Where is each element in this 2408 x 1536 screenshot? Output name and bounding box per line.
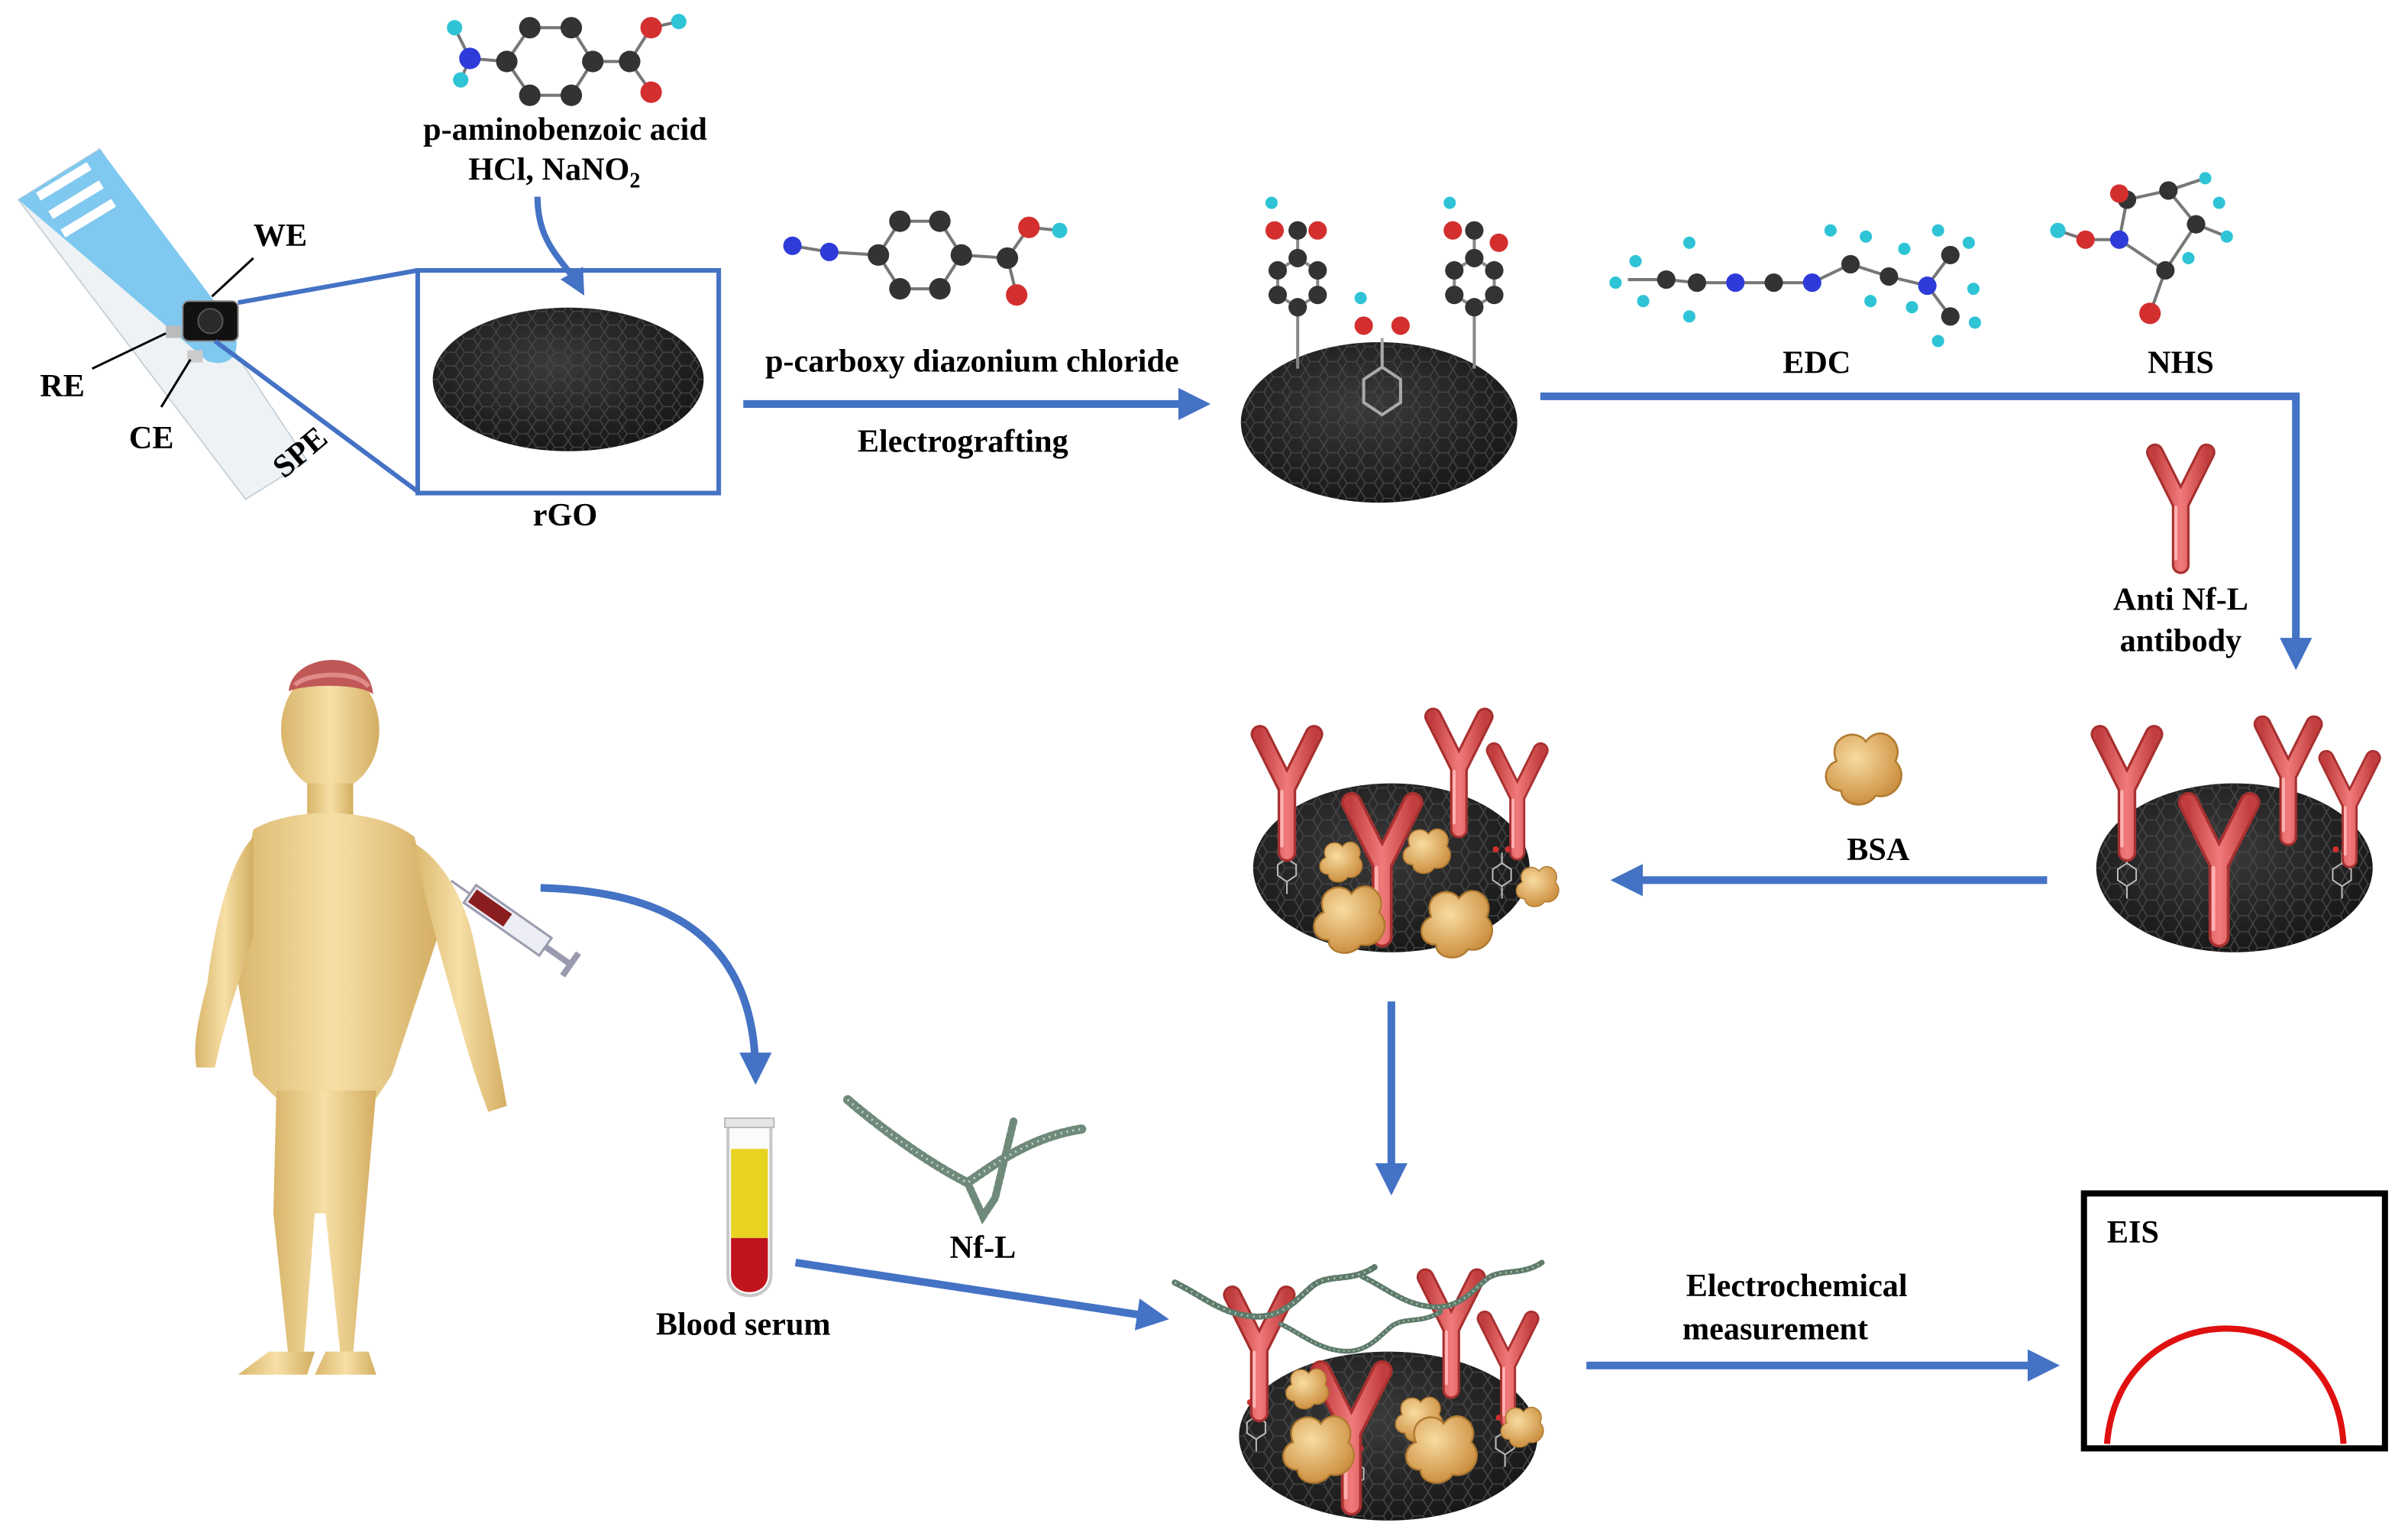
reagent-name-label: p-aminobenzoic acid — [423, 112, 707, 147]
blood-tube-icon — [724, 1117, 775, 1298]
antibody-label-line2: antibody — [2120, 623, 2242, 659]
sample-arrow — [540, 884, 772, 1085]
nhs-label: NHS — [2148, 345, 2214, 381]
bsa-icon — [1825, 732, 1902, 806]
re-label: RE — [40, 368, 85, 404]
p-aminobenzoic-acid-molecule — [447, 14, 687, 106]
antibody-label-line1: Anti Nf-L — [2113, 581, 2248, 617]
eis-plot — [2080, 1190, 2388, 1452]
eis-semicircle — [2103, 1325, 2347, 1444]
coupling-arrow — [1540, 392, 2313, 671]
reagent-arrow — [534, 196, 585, 296]
nfl-binding-arrow — [794, 1259, 1169, 1331]
measurement-label-line2: measurement — [1682, 1311, 1868, 1347]
nhs-molecule — [2050, 172, 2233, 325]
grafted-electrode — [1240, 196, 1518, 503]
measurement-label-line1: Electrochemical — [1686, 1268, 1908, 1304]
we-label: WE — [254, 218, 307, 254]
human-body-icon — [195, 659, 507, 1375]
electrografting-label: Electrografting — [858, 423, 1068, 459]
eis-label: EIS — [2107, 1214, 2159, 1250]
nfl-label: Nf-L — [950, 1230, 1017, 1266]
rgo-disk — [432, 307, 704, 451]
nfl-protein-icon — [842, 1095, 1088, 1224]
rgo-label: rGO — [533, 497, 597, 533]
nfl-captured-electrode — [1175, 1263, 1543, 1521]
bsa-label: BSA — [1847, 832, 1910, 868]
bsa-blocked-electrode — [1253, 716, 1560, 959]
ce-label: CE — [129, 420, 174, 456]
reagent-conditions-label: HCl, NaNO2 — [468, 151, 640, 192]
edc-molecule — [1609, 224, 1981, 348]
antibody-electrode — [2096, 724, 2373, 952]
diazonium-molecule — [783, 210, 1068, 306]
diazonium-label: p-carboxy diazonium chloride — [765, 344, 1179, 380]
screen-printed-electrode-icon — [17, 147, 309, 500]
blood-serum-label: Blood serum — [656, 1307, 831, 1343]
edc-label: EDC — [1783, 345, 1850, 381]
anti-nfl-antibody-icon — [2155, 452, 2207, 565]
syringe-icon — [450, 879, 581, 978]
